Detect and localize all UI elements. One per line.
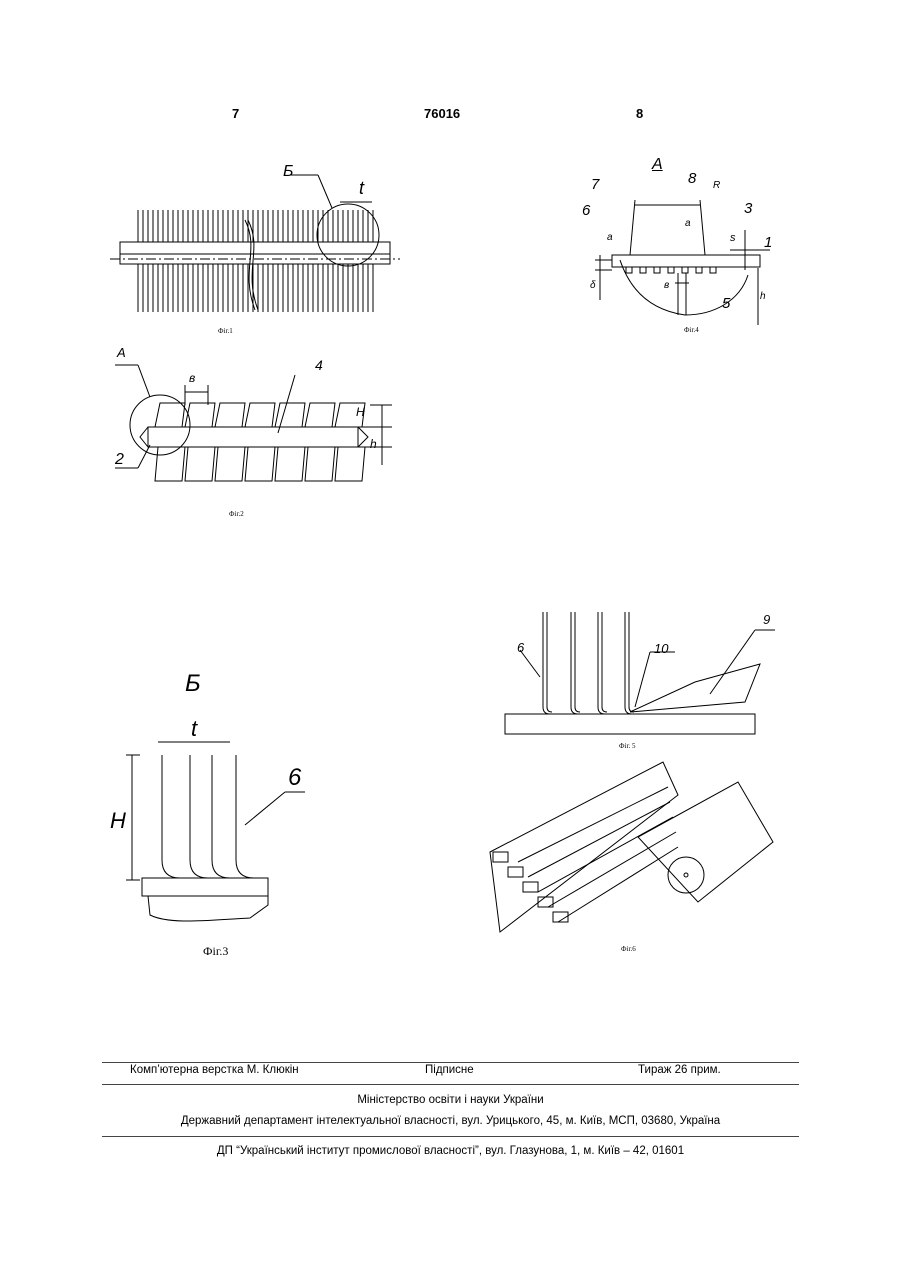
figure-6-drawing	[488, 757, 788, 942]
fig2-label-H: H	[356, 405, 365, 419]
fig3-caption: Фіг.3	[203, 944, 228, 959]
fig5-label-10: 10	[654, 641, 668, 656]
figure-5-drawing	[505, 612, 785, 742]
right-page-number: 8	[636, 106, 643, 121]
fig3-title: Б	[185, 670, 201, 698]
fig4-label-R: R	[713, 180, 720, 191]
patent-number: 76016	[424, 106, 460, 121]
fig4-label-a2: a	[685, 218, 691, 229]
footer-compositor: Комп’ютерна верстка М. Клюкін	[130, 1064, 299, 1076]
fig4-title: А	[652, 156, 663, 174]
fig4-label-1: 1	[764, 234, 772, 251]
fig4-label-delta: δ	[590, 280, 596, 291]
fig5-caption: Фіг. 5	[619, 742, 636, 750]
fig4-label-3: 3	[744, 200, 752, 217]
footer-institute: ДП “Український інститут промислової вла…	[0, 1145, 901, 1157]
footer-department: Державний департамент інтелектуальної вл…	[0, 1115, 901, 1127]
fig2-label-4: 4	[315, 357, 323, 373]
fig3-label-t: t	[191, 716, 197, 742]
fig6-caption: Фіг.6	[621, 945, 636, 953]
fig2-label-h: h	[370, 437, 377, 451]
fig4-label-s: s	[730, 232, 736, 244]
fig3-label-H: H	[110, 808, 126, 834]
figure-2-fins	[110, 345, 395, 490]
footer-circulation: Тираж 26 прим.	[638, 1064, 721, 1076]
footer-rule-3	[102, 1136, 799, 1137]
fig1-label-t: t	[359, 178, 364, 199]
figure-3-drawing	[110, 720, 300, 935]
fig2-label-2: 2	[115, 451, 124, 469]
fig3-label-6: 6	[288, 764, 301, 792]
fig5-label-9: 9	[763, 612, 770, 627]
fig4-label-5: 5	[722, 295, 730, 312]
footer-subscription: Підписне	[425, 1064, 474, 1076]
fig4-label-b: в	[664, 280, 669, 291]
fig2-label-b: в	[189, 371, 195, 385]
fig1-label-b: Б	[283, 163, 293, 181]
fig5-label-6: 6	[517, 640, 524, 655]
footer-ministry: Міністерство освіти і науки України	[0, 1094, 901, 1106]
fig4-label-h: h	[760, 291, 766, 302]
fig4-label-a1: a	[607, 232, 613, 243]
fig4-label-8: 8	[688, 170, 696, 187]
fig2-label-a: А	[117, 345, 126, 360]
fig4-label-6: 6	[582, 202, 590, 219]
footer-rule-2	[102, 1084, 799, 1085]
fig1-caption: Фіг.1	[218, 327, 233, 335]
footer-rule-1	[102, 1062, 799, 1063]
figure-1-drawing	[110, 160, 410, 335]
left-page-number: 7	[232, 106, 239, 121]
fig4-caption: Фіг.4	[684, 326, 699, 334]
fig2-caption: Фіг.2	[229, 510, 244, 518]
fig4-label-7: 7	[591, 176, 599, 193]
